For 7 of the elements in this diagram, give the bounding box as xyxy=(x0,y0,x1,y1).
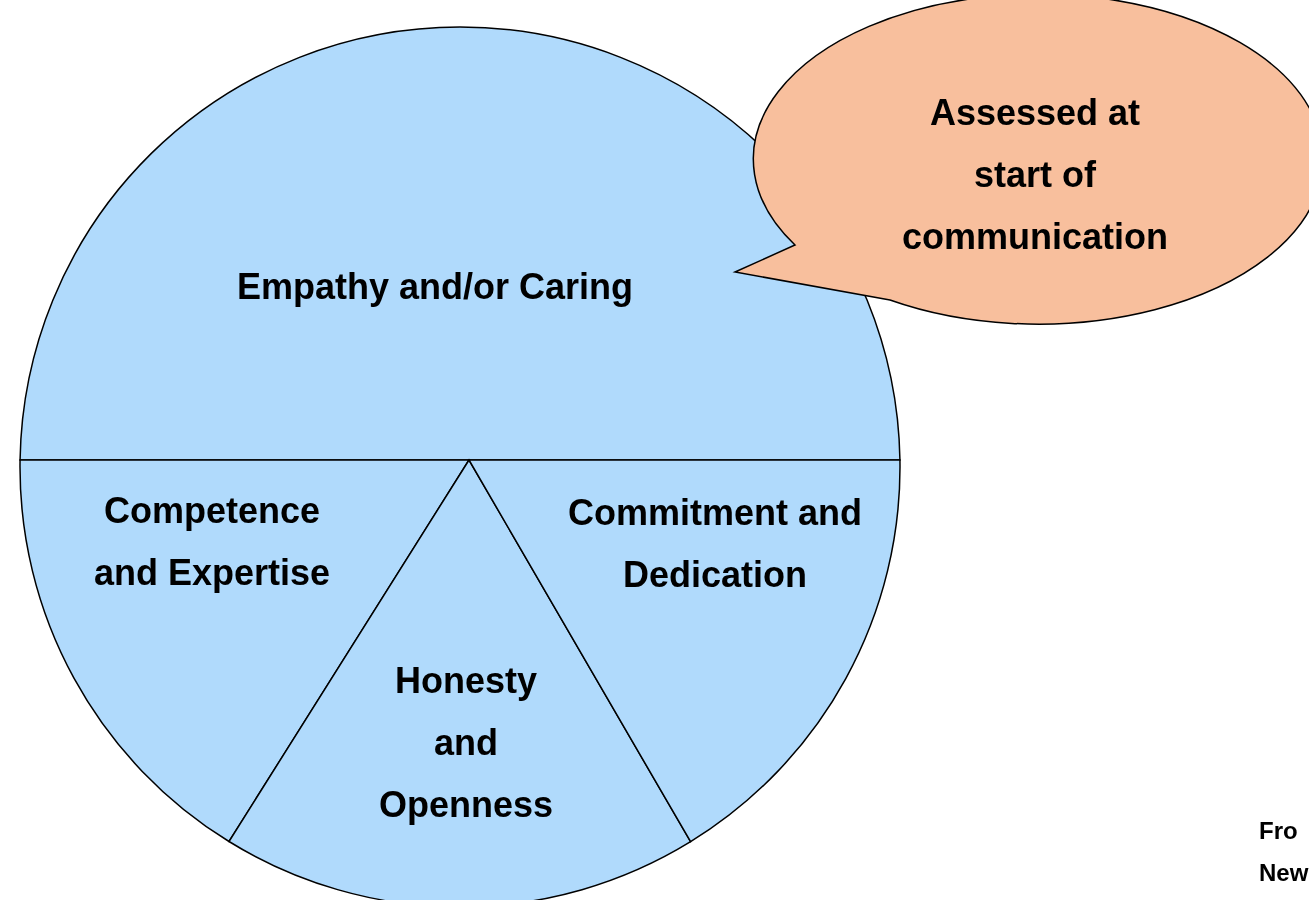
citation-text: Fro xyxy=(1259,816,1298,846)
segment-label: Competence and Expertise xyxy=(92,489,332,595)
segment-label: Honesty and Openness xyxy=(377,659,555,827)
bubble-text: Assessed at start of communication xyxy=(901,91,1169,259)
segment-label: Empathy and/or Caring xyxy=(235,265,635,309)
citation-text: New xyxy=(1259,858,1309,888)
segment-label: Commitment and Dedication xyxy=(567,491,863,597)
